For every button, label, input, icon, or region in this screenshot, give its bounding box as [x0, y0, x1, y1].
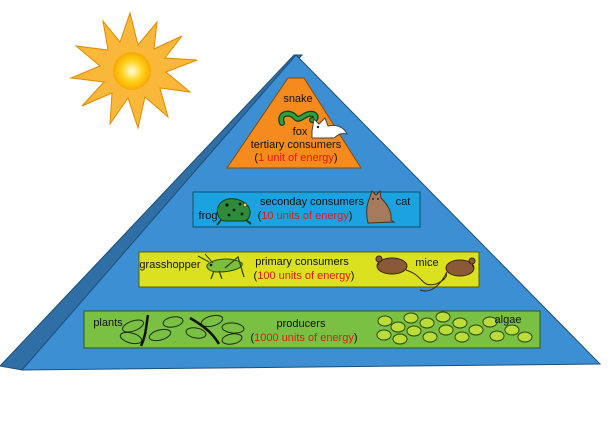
- plant-icon: [119, 314, 245, 347]
- algae-icon: [376, 311, 533, 345]
- level-tertiary: snake fox tertiary consumers (1 unit of …: [226, 77, 362, 169]
- tertiary-box: [226, 77, 362, 169]
- level-secondary: frog cat seconday consumers (10 units of…: [192, 189, 421, 228]
- tertiary-energy-open: (: [254, 152, 258, 164]
- cat-icon: [366, 189, 396, 224]
- producers-energy-value: 1000 units of energy: [254, 332, 354, 344]
- primary-energy-open: (: [254, 270, 258, 282]
- tertiary-energy: (1 unit of energy): [254, 152, 337, 164]
- primary-energy-close: ): [351, 270, 355, 282]
- secondary-energy-value: 10 units of energy: [261, 210, 349, 222]
- frog-icon: [216, 198, 252, 226]
- producers-energy-open: (: [250, 332, 254, 344]
- secondary-energy-open: (: [258, 210, 262, 222]
- fox-label: fox: [293, 126, 308, 138]
- producers-energy: (1000 units of energy): [250, 332, 357, 344]
- primary-energy-value: 100 units of energy: [257, 270, 351, 282]
- snake-icon: [278, 110, 319, 126]
- snake-label: snake: [283, 93, 312, 105]
- algae-label: algae: [495, 314, 522, 326]
- primary-energy: (100 units of energy): [254, 270, 355, 282]
- tertiary-title: tertiary consumers: [251, 139, 342, 151]
- cat-label: cat: [396, 196, 411, 208]
- pyramid-side-face: [0, 54, 304, 371]
- mouse-icon: [375, 255, 476, 292]
- tertiary-energy-close: ): [334, 152, 338, 164]
- level-primary: grasshopper mice primary consumers (100 …: [138, 251, 480, 292]
- secondary-title: seconday consumers: [260, 196, 364, 208]
- fox-icon: [311, 117, 348, 139]
- primary-title: primary consumers: [255, 256, 349, 268]
- plants-label: plants: [93, 317, 123, 329]
- grasshopper-icon: [197, 253, 245, 280]
- level-producers: plants algae producers (1000 units of en…: [83, 310, 541, 349]
- producers-energy-close: ): [354, 332, 358, 344]
- secondary-energy: (10 units of energy): [258, 210, 353, 222]
- secondary-energy-close: ): [349, 210, 353, 222]
- tertiary-energy-value: 1 unit of energy: [258, 152, 334, 164]
- sun-icon: [69, 11, 198, 130]
- producers-title: producers: [277, 318, 326, 330]
- mice-label: mice: [415, 257, 438, 269]
- frog-label: frog: [199, 210, 218, 222]
- grasshopper-label: grasshopper: [139, 259, 200, 271]
